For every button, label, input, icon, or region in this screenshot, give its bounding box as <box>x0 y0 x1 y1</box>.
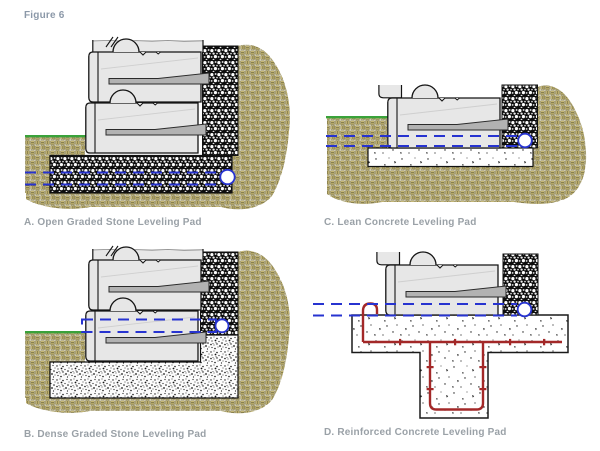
drain-level-lines <box>326 135 517 147</box>
leveling-pad-open-graded <box>49 154 233 194</box>
soil-hatch <box>26 250 290 414</box>
drainage-stone-fill <box>202 45 239 156</box>
panel-a-drawing <box>25 36 290 210</box>
figure-label: Figure 6 <box>24 10 65 21</box>
drain-pipe <box>517 132 533 149</box>
drain-pipe <box>214 318 230 334</box>
caption-panel-d: D. Reinforced Concrete Leveling Pad <box>324 427 507 438</box>
caption-panel-c: C. Lean Concrete Leveling Pad <box>324 217 477 228</box>
leveling-pad-dense-graded <box>49 334 239 399</box>
wall-block-course <box>88 259 210 311</box>
wall-block-course <box>88 51 210 103</box>
block-lip <box>112 246 140 261</box>
soil-hatch <box>327 85 587 204</box>
block-lip <box>409 251 437 266</box>
wall-block-course <box>387 97 509 149</box>
wall-block-cut <box>378 84 403 99</box>
caption-panel-a: A. Open Graded Stone Leveling Pad <box>24 217 202 228</box>
concrete-footing <box>351 314 569 419</box>
drain-level-lines <box>25 171 221 186</box>
soil-hatch <box>26 44 290 210</box>
wall-block-course <box>85 102 207 154</box>
soil-hatch <box>25 137 85 193</box>
wall-block-cut <box>92 36 204 53</box>
drain-pipe <box>219 168 236 186</box>
soil-hatch <box>25 333 85 398</box>
drain-level-lines <box>313 303 517 317</box>
wall-block-cut <box>92 245 204 262</box>
panel-c-drawing <box>326 84 587 204</box>
panel-b-drawing <box>25 245 290 414</box>
drain-pipe <box>516 301 533 318</box>
caption-panel-b: B. Dense Graded Stone Leveling Pad <box>24 429 207 440</box>
soil-hatch <box>327 118 387 166</box>
wall-block-cut <box>376 251 401 266</box>
rebar-ties <box>399 338 546 391</box>
block-lip <box>411 84 439 99</box>
wall-block-course <box>385 264 507 316</box>
leveling-pad-lean-concrete <box>367 147 534 168</box>
panel-d-drawing <box>313 251 569 419</box>
